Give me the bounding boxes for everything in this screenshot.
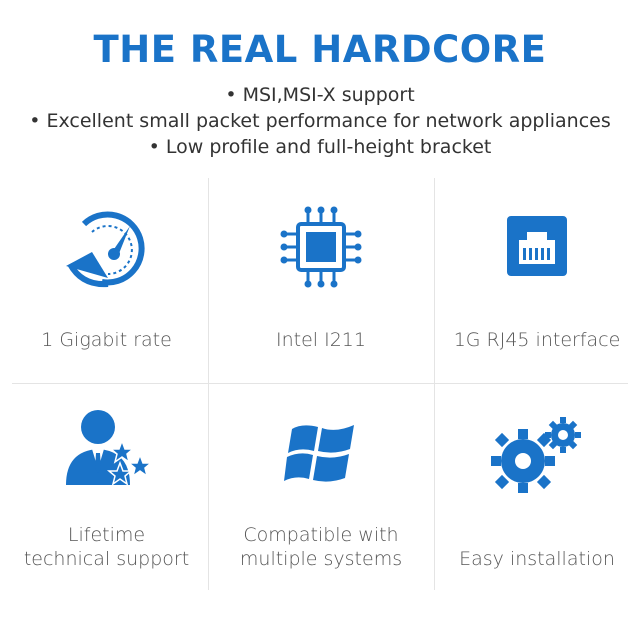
- page-title: THE REAL HARDCORE: [93, 28, 547, 71]
- feature-label-line-1: Lifetime: [67, 524, 146, 546]
- feature-label: Easy installation: [459, 548, 615, 570]
- gears-icon: [491, 417, 581, 493]
- speedometer-icon: [65, 211, 145, 288]
- feature-label: Lifetime technical support: [0, 523, 213, 571]
- rj45-port-icon: [507, 216, 567, 276]
- feature-easy-installation: Easy installation: [434, 383, 640, 593]
- feature-compatible-systems: Compatible with multiple systems: [208, 383, 434, 593]
- bullet-bracket: • Low profile and full-height bracket: [148, 136, 492, 158]
- windows-logo-icon: [284, 425, 354, 482]
- bullet-msi: • MSI,MSI-X support: [225, 84, 415, 106]
- divider-horizontal: [12, 383, 628, 384]
- feature-label-line-1: Compatible with: [243, 524, 399, 546]
- feature-label: 1G RJ45 interface: [453, 329, 621, 351]
- feature-gigabit-rate: 1 Gigabit rate: [0, 178, 213, 383]
- feature-intel-i211: Intel I211: [208, 178, 434, 383]
- feature-label: 1 Gigabit rate: [41, 329, 172, 351]
- divider-vertical-1: [208, 178, 209, 590]
- feature-label: Intel I211: [276, 329, 366, 351]
- feature-label-line-2: technical support: [23, 548, 190, 570]
- feature-technical-support: Lifetime technical support: [0, 383, 213, 593]
- feature-rj45-interface: 1G RJ45 interface: [434, 178, 640, 383]
- feature-label: Compatible with multiple systems: [208, 523, 434, 571]
- bullet-packet-performance: • Excellent small packet performance for…: [29, 110, 611, 132]
- support-person-icon: [65, 410, 152, 486]
- feature-label-line-2: multiple systems: [239, 548, 403, 570]
- chip-icon: [280, 206, 362, 288]
- feature-grid: 1 Gigabit rate Intel I2: [0, 178, 640, 640]
- feature-bullets: • MSI,MSI-X support • Excellent small pa…: [0, 82, 640, 160]
- divider-vertical-2: [434, 178, 435, 590]
